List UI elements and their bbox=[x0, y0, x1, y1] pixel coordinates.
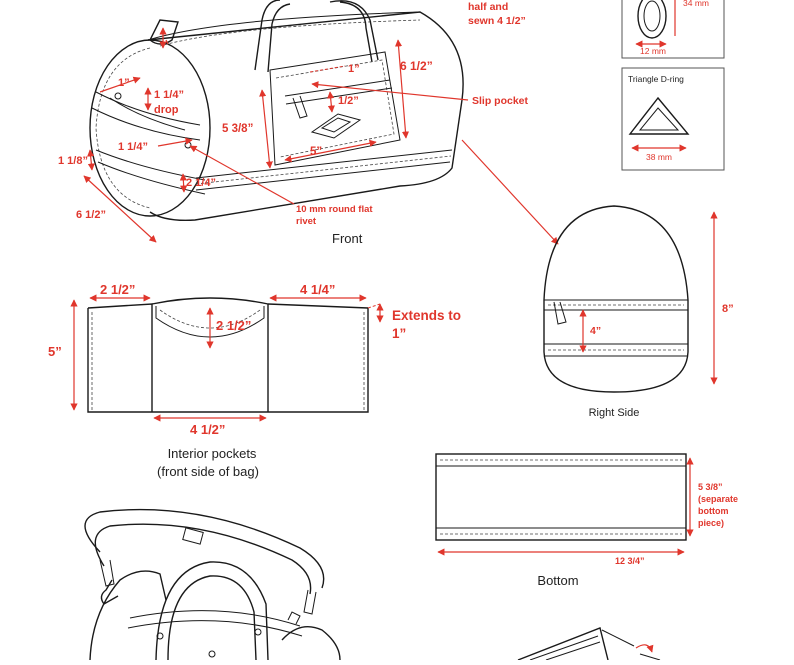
label-2-1-2-top: 2 1/2” bbox=[100, 282, 135, 297]
label-34mm: 34 mm bbox=[683, 0, 709, 8]
label-1-1-4-drop: 1 1/4” bbox=[154, 89, 184, 101]
ring-box bbox=[621, 0, 725, 59]
bottom-panel bbox=[435, 453, 687, 541]
label-4: 4” bbox=[590, 325, 601, 337]
front-view: half and sewn 4 1/2” 6 1/2” 1” 1 1/4” dr… bbox=[58, 0, 559, 246]
label-4-1-2: 4 1/2” bbox=[190, 422, 225, 437]
ring-icon bbox=[637, 0, 667, 39]
label-triangle-d-ring: Triangle D-ring bbox=[628, 74, 684, 84]
label-1-1-8: 1 1/8” bbox=[58, 155, 88, 167]
label-piece: piece) bbox=[698, 518, 724, 528]
label-1-right: 1” bbox=[348, 63, 360, 75]
hardware-details: 34 mm 12 mm Triangle D-ring 38 mm bbox=[621, 0, 725, 171]
triangle-d-ring-box bbox=[621, 67, 725, 171]
label-extends-1: 1” bbox=[392, 326, 406, 341]
label-half-and: half and bbox=[468, 1, 508, 13]
strap-buckle bbox=[182, 527, 204, 545]
label-drop: drop bbox=[154, 104, 179, 116]
label-5-3-8-bottom: 5 3/8” bbox=[698, 482, 723, 492]
right-side-view: 4” 8” Right Side bbox=[543, 205, 734, 419]
label-2-1-2-mid: 2 1/2” bbox=[216, 318, 251, 333]
label-sewn-4-1-2: sewn 4 1/2” bbox=[468, 15, 526, 27]
triangle-ring-icon bbox=[628, 96, 690, 135]
left-end-panel bbox=[89, 39, 211, 217]
label-2-1-4: 2 1/4” bbox=[186, 177, 216, 189]
rivet-dot bbox=[114, 92, 122, 100]
label-5-3-8: 5 3/8” bbox=[222, 123, 253, 135]
label-bottom: bottom bbox=[698, 506, 729, 516]
perspective-view bbox=[84, 508, 341, 661]
zipper-pull bbox=[553, 301, 567, 325]
label-8: 8” bbox=[722, 303, 734, 315]
label-slip-pocket: Slip pocket bbox=[472, 95, 529, 107]
label-extends-to: Extends to bbox=[392, 308, 461, 323]
bottom-piece: 5 3/8” (separate bottom piece) 12 3/4” B… bbox=[435, 453, 738, 588]
caption-bottom: Bottom bbox=[537, 573, 578, 588]
label-6-1-2: 6 1/2” bbox=[400, 59, 433, 73]
label-rivet: rivet bbox=[296, 216, 317, 227]
right-side-panel bbox=[543, 205, 689, 393]
label-4-1-4: 4 1/4” bbox=[300, 282, 335, 297]
caption-interior-pockets: Interior pockets bbox=[168, 446, 257, 461]
label-5: 5” bbox=[310, 146, 322, 158]
label-5-interior: 5” bbox=[48, 344, 62, 359]
label-1-2: 1/2” bbox=[338, 95, 359, 107]
open-bag-view bbox=[517, 627, 661, 661]
label-12-3-4: 12 3/4” bbox=[615, 556, 645, 566]
label-38mm: 38 mm bbox=[646, 152, 672, 162]
dim-line-6-1-2 bbox=[394, 39, 410, 139]
interior-pockets: 2 1/2” 4 1/4” Extends to 1” 5” 2 1/2” 4 … bbox=[48, 282, 461, 479]
caption-front: Front bbox=[332, 231, 363, 246]
label-1-1-4-lower: 1 1/4” bbox=[118, 141, 148, 153]
label-12mm: 12 mm bbox=[640, 46, 666, 56]
label-separate: (separate bbox=[698, 494, 738, 504]
label-rivet-size: 10 mm round flat bbox=[296, 204, 373, 215]
shoulder-strap bbox=[84, 508, 325, 589]
caption-right-side: Right Side bbox=[589, 407, 640, 419]
caption-front-side-of-bag: (front side of bag) bbox=[157, 464, 259, 479]
label-6-1-2-bottom: 6 1/2” bbox=[76, 209, 106, 221]
label-1-left: 1” bbox=[118, 77, 130, 89]
